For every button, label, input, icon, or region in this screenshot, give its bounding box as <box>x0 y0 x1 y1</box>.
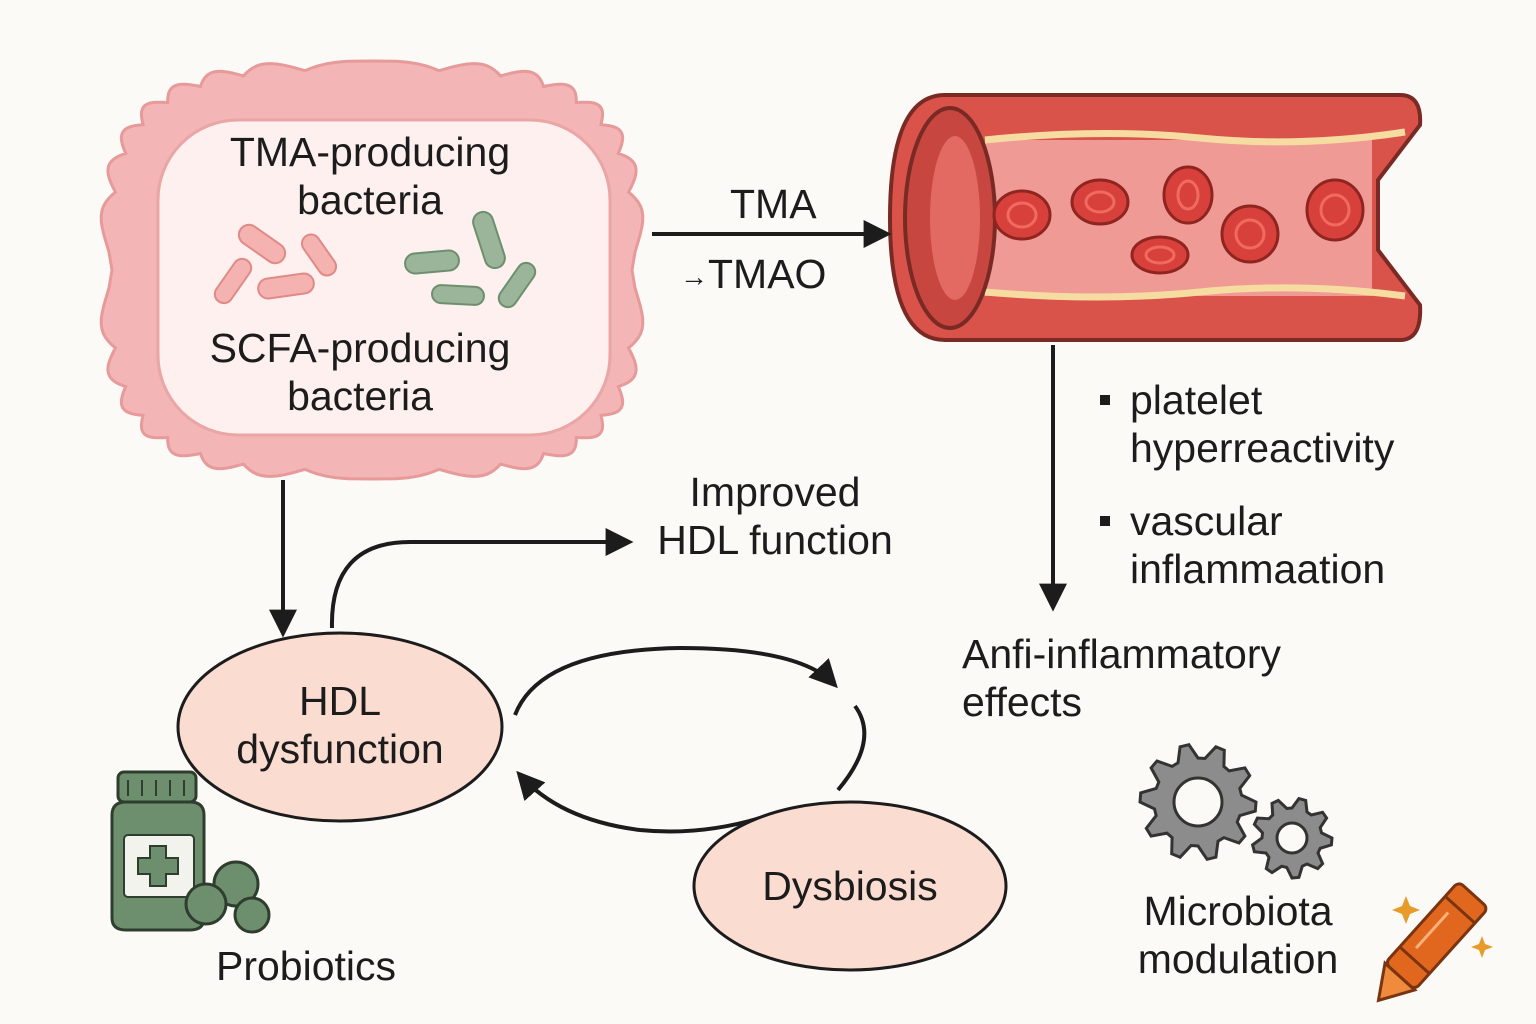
hdl-dysfunction-line2: dysfunction <box>236 726 444 772</box>
platelet-line1: platelet <box>1130 377 1263 423</box>
pink-bacterium-icon <box>213 223 338 305</box>
anti-inflammatory-line2: effects <box>962 679 1083 725</box>
crayon-icon <box>1376 882 1488 1003</box>
bullet-marker <box>1100 516 1110 526</box>
hdl-dysfunction-line1: HDL <box>298 678 382 724</box>
probiotic-pills <box>184 860 271 934</box>
tmao-arrow-glyph: → <box>680 261 708 293</box>
anti-inflammatory-label: Anfi-inflammatory effects <box>962 630 1281 726</box>
sparkle-icon <box>1392 896 1493 958</box>
red-blood-cell-icon <box>992 165 1365 275</box>
gut-lumen <box>156 118 612 437</box>
effect-bullet-vascular: vascular inflammaation <box>1100 497 1385 593</box>
blood-vessel-illustration <box>887 93 1423 342</box>
scfa-bacteria-line2: bacteria <box>287 373 433 419</box>
microbiota-line1: Microbiota <box>1143 888 1333 934</box>
dysbiosis-label: Dysbiosis <box>762 863 938 909</box>
probiotics-label: Probiotics <box>216 943 397 989</box>
vascular-line1: vascular <box>1130 498 1283 544</box>
tma-label: TMA <box>730 181 817 227</box>
tmao-text: TMAO <box>708 251 827 297</box>
scfa-bacteria-label: SCFA-producing bacteria <box>180 324 540 420</box>
cycle-arrow-top <box>513 645 838 716</box>
hdl-dysfunction-node <box>176 631 504 823</box>
probiotic-bottle-icon <box>110 770 206 932</box>
improved-hdl-label: Improved HDL function <box>640 468 910 564</box>
gear-icon <box>1138 743 1258 861</box>
platelet-line2: hyperreactivity <box>1130 425 1395 471</box>
vessel-inner-lining-top <box>984 128 1406 146</box>
scfa-bacteria-line1: SCFA-producing <box>209 325 511 371</box>
improved-hdl-line2: HDL function <box>657 517 893 563</box>
improved-hdl-line1: Improved <box>689 469 861 515</box>
gut-illustration <box>99 59 645 481</box>
hdl-dysfunction-label: HDL dysfunction <box>200 677 480 773</box>
gear-icon <box>1250 796 1334 880</box>
tma-bacteria-line1: TMA-producing <box>229 129 511 175</box>
microbiota-line2: modulation <box>1137 936 1339 982</box>
dysbiosis-node <box>692 800 1008 972</box>
microbiota-label: Microbiota modulation <box>1110 887 1366 983</box>
arrow-hdl-to-improved <box>329 528 634 629</box>
tma-bacteria-line2: bacteria <box>297 177 443 223</box>
tma-bacteria-label: TMA-producing bacteria <box>200 128 540 224</box>
anti-inflammatory-line1: Anfi-inflammatory <box>962 631 1281 677</box>
cycle-arrow-right <box>836 704 867 792</box>
vessel-inner-lining-bottom <box>984 284 1406 301</box>
bullet-marker <box>1100 395 1110 405</box>
tmao-label: →TMAO <box>680 250 826 301</box>
green-bacterium-icon <box>404 210 537 309</box>
cycle-arrow-bottom <box>516 770 761 834</box>
effect-bullet-platelet: platelet hyperreactivity <box>1100 376 1394 472</box>
vascular-line2: inflammaation <box>1130 546 1386 592</box>
